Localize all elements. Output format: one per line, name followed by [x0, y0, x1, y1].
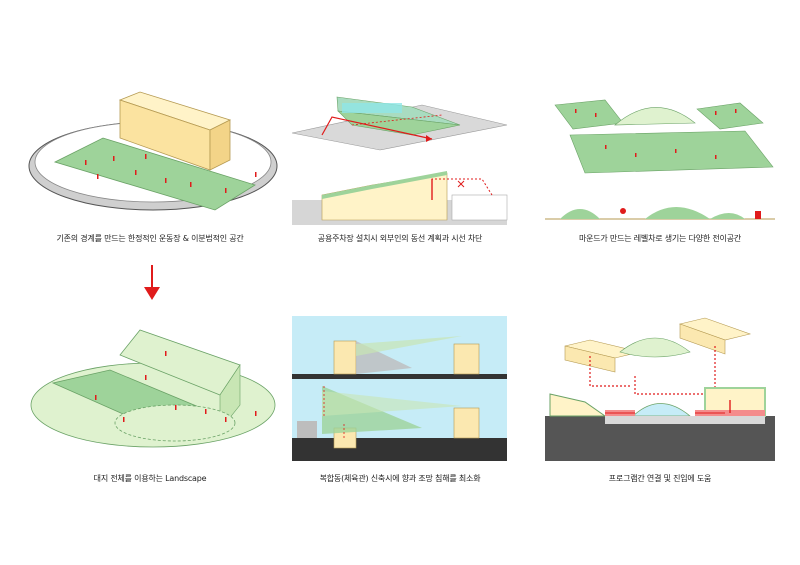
- caption-program-connection: 프로그램간 연결 및 진입에 도움: [608, 474, 712, 483]
- caption-mound-levels: 마운드가 만드는 레벨차로 생기는 다양한 전이공간: [578, 234, 742, 243]
- landscape-diagram: [30, 329, 276, 448]
- caption-existing-playground: 기존의 경계를 만드는 한정적인 운동장 & 이분법적인 공간: [56, 234, 244, 243]
- parking-flow-diagram: [291, 96, 508, 225]
- panel-existing-playground: [25, 90, 278, 220]
- program-connection-diagram: [545, 317, 775, 461]
- panel-program-connection: [545, 316, 775, 461]
- caption-landscape: 대지 전체를 이용하는 Landscape: [93, 474, 207, 483]
- caption-gymnasium: 복합동(체육관) 신축시에 향과 조망 침해를 최소화: [319, 474, 481, 483]
- gymnasium-section-diagram: [292, 316, 507, 461]
- transition-arrow-icon: [144, 265, 160, 300]
- existing-playground-diagram: [28, 91, 278, 211]
- panel-landscape: [25, 325, 276, 455]
- caption-parking-flow: 공용주차장 설치시 외부인의 동선 계획과 시선 차단: [317, 234, 483, 243]
- panel-gymnasium: [292, 316, 507, 461]
- panel-mound-levels: [545, 95, 775, 225]
- mound-levels-diagram: [545, 99, 775, 220]
- panel-parking-flow: [291, 95, 508, 225]
